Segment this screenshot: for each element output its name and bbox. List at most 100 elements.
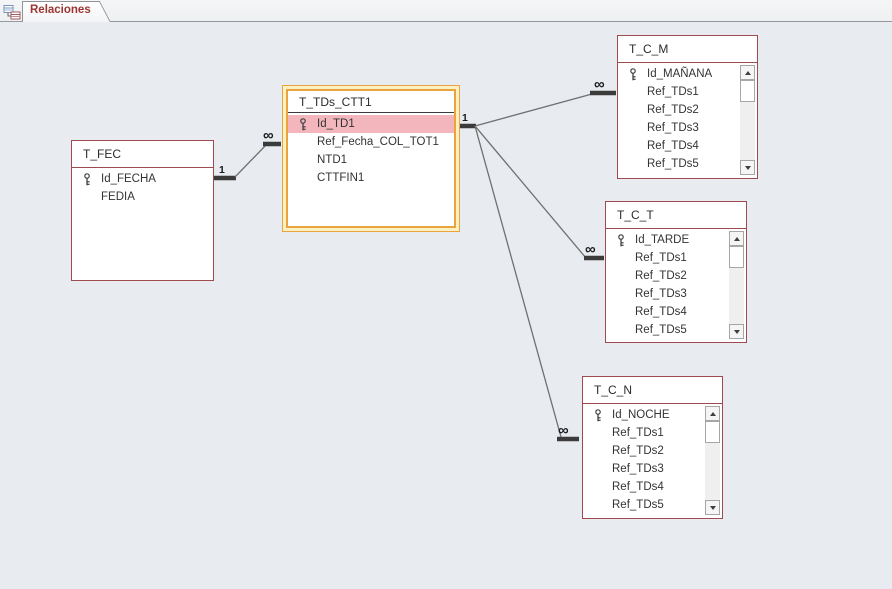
primary-key-icon <box>299 118 307 137</box>
field-name: Ref_TDs3 <box>635 288 687 300</box>
field-name: FEDIA <box>101 191 135 203</box>
field-name: Id_MAÑANA <box>647 68 713 80</box>
field-name: Ref_TDs4 <box>612 481 664 493</box>
field-row[interactable]: FEDIA <box>72 188 213 206</box>
field-name: Ref_TDs1 <box>635 252 687 264</box>
field-row[interactable]: Ref_TDs5 <box>618 155 757 173</box>
field-row[interactable]: Ref_TDs1 <box>583 424 722 442</box>
down-arrow-icon <box>709 505 716 510</box>
scroll-down-button[interactable] <box>705 500 720 515</box>
table-T_C_T[interactable]: T_C_T Id_TARDE Ref_TDs1 Ref_TDs2 Ref_TDs… <box>605 201 747 343</box>
field-name: Ref_TDs5 <box>612 499 664 511</box>
field-name: Ref_TDs5 <box>647 158 699 170</box>
field-row[interactable]: Id_TARDE <box>606 231 746 249</box>
down-arrow-icon <box>733 329 740 334</box>
cardinality-one: 1 <box>219 164 225 176</box>
field-row[interactable]: Ref_TDs5 <box>606 321 746 339</box>
field-name: Ref_TDs3 <box>612 463 664 475</box>
primary-key-icon <box>617 234 625 253</box>
table-T_FEC[interactable]: T_FEC Id_FECHA FEDIA <box>71 140 214 281</box>
table-T_C_N[interactable]: T_C_N Id_NOCHE Ref_TDs1 Ref_TDs2 Ref_TDs… <box>582 376 723 519</box>
field-row[interactable]: Ref_TDs2 <box>618 101 757 119</box>
table-title[interactable]: T_TDs_CTT1 <box>288 91 454 113</box>
relationship-T_FEC-T_TDs_CTT1[interactable]: 1 ∞ <box>214 127 281 181</box>
field-row[interactable]: Ref_TDs1 <box>606 249 746 267</box>
field-name: NTD1 <box>317 154 348 166</box>
field-name: Ref_TDs5 <box>635 324 687 336</box>
field-name: Id_FECHA <box>101 173 156 185</box>
scrollbar-thumb[interactable] <box>740 80 755 102</box>
field-name: Id_TARDE <box>635 234 690 246</box>
field-row[interactable]: CTTFIN1 <box>288 169 454 187</box>
field-name: Ref_TDs4 <box>647 140 699 152</box>
cardinality-many: ∞ <box>585 241 596 258</box>
field-row[interactable]: NTD1 <box>288 151 454 169</box>
table-title[interactable]: T_C_T <box>606 202 746 229</box>
relationships-canvas[interactable]: 1 ∞ 1 ∞ ∞ ∞ <box>0 23 892 589</box>
cardinality-many: ∞ <box>594 76 605 93</box>
table-title[interactable]: T_FEC <box>72 141 213 168</box>
field-row[interactable]: Ref_Fecha_COL_TOT1 <box>288 133 454 151</box>
field-row[interactable]: Ref_TDs2 <box>583 442 722 460</box>
field-row[interactable]: Ref_TDs4 <box>618 137 757 155</box>
relationship-T_TDs_CTT1-T_C_N[interactable]: ∞ <box>474 125 579 442</box>
scroll-down-button[interactable] <box>740 160 755 175</box>
scrollbar-thumb[interactable] <box>729 246 744 268</box>
field-row[interactable]: Ref_TDs4 <box>606 303 746 321</box>
field-row[interactable]: Ref_TDs3 <box>618 119 757 137</box>
tab-shape <box>22 1 111 22</box>
tab-label: Relaciones <box>30 4 91 16</box>
scroll-up-button[interactable] <box>705 406 720 421</box>
field-list: Id_MAÑANA Ref_TDs1 Ref_TDs2 Ref_TDs3 Ref… <box>618 63 757 173</box>
relationship-T_TDs_CTT1-T_C_M[interactable]: 1 ∞ <box>458 76 616 129</box>
field-name: Id_NOCHE <box>612 409 670 421</box>
field-row-selected[interactable]: Id_TD1 <box>288 115 454 133</box>
field-row[interactable]: Ref_TDs5 <box>583 496 722 514</box>
field-name: Ref_TDs4 <box>635 306 687 318</box>
down-arrow-icon <box>744 165 751 170</box>
field-row[interactable]: Ref_TDs3 <box>606 285 746 303</box>
document-tab-bar: Relaciones <box>0 0 892 22</box>
field-list: Id_TARDE Ref_TDs1 Ref_TDs2 Ref_TDs3 Ref_… <box>606 229 746 339</box>
up-arrow-icon <box>733 236 740 241</box>
field-row[interactable]: Ref_TDs3 <box>583 460 722 478</box>
field-name: Ref_TDs1 <box>647 86 699 98</box>
field-row[interactable]: Ref_TDs2 <box>606 267 746 285</box>
table-T_TDs_CTT1[interactable]: T_TDs_CTT1 Id_TD1 Ref_Fecha_COL_TOT1 NTD… <box>286 89 456 228</box>
up-arrow-icon <box>744 70 751 75</box>
scrollbar-thumb[interactable] <box>705 421 720 443</box>
primary-key-icon <box>594 409 602 428</box>
scroll-up-button[interactable] <box>740 65 755 80</box>
scroll-down-button[interactable] <box>729 324 744 339</box>
field-name: Ref_TDs3 <box>647 122 699 134</box>
field-list: Id_NOCHE Ref_TDs1 Ref_TDs2 Ref_TDs3 Ref_… <box>583 404 722 514</box>
table-title[interactable]: T_C_N <box>583 377 722 404</box>
field-list: Id_FECHA FEDIA <box>72 168 213 206</box>
tab-relaciones[interactable]: Relaciones <box>22 1 111 22</box>
table-scrollbar[interactable] <box>705 406 720 515</box>
primary-key-icon <box>629 68 637 87</box>
table-scrollbar[interactable] <box>729 231 744 339</box>
relationships-icon <box>2 2 22 21</box>
field-row[interactable]: Ref_TDs1 <box>618 83 757 101</box>
field-name: Ref_TDs2 <box>647 104 699 116</box>
scroll-up-button[interactable] <box>729 231 744 246</box>
up-arrow-icon <box>709 411 716 416</box>
field-name: Ref_TDs2 <box>612 445 664 457</box>
cardinality-many: ∞ <box>263 127 274 144</box>
table-T_C_M[interactable]: T_C_M Id_MAÑANA Ref_TDs1 Ref_TDs2 Ref_TD… <box>617 35 758 179</box>
field-name: Ref_TDs2 <box>635 270 687 282</box>
field-row[interactable]: Ref_TDs4 <box>583 478 722 496</box>
field-row[interactable]: Id_MAÑANA <box>618 65 757 83</box>
relationship-lines-layer: 1 ∞ 1 ∞ ∞ ∞ <box>214 76 616 442</box>
table-scrollbar[interactable] <box>740 65 755 175</box>
field-row[interactable]: Id_FECHA <box>72 170 213 188</box>
table-title[interactable]: T_C_M <box>618 36 757 63</box>
cardinality-one: 1 <box>462 112 468 124</box>
field-name: Id_TD1 <box>317 118 355 130</box>
relationship-T_TDs_CTT1-T_C_T[interactable]: ∞ <box>474 125 604 261</box>
field-name: Ref_TDs1 <box>612 427 664 439</box>
field-row[interactable]: Id_NOCHE <box>583 406 722 424</box>
field-name: Ref_Fecha_COL_TOT1 <box>317 136 439 148</box>
